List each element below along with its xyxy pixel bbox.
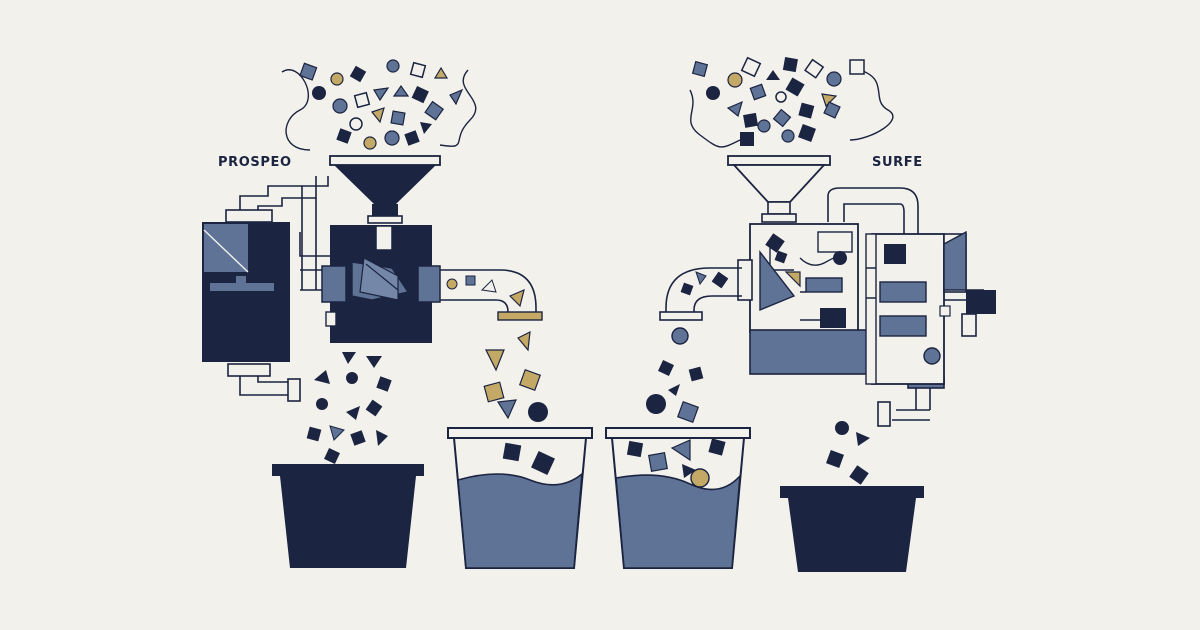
middle-left-bucket-icon xyxy=(447,330,593,569)
left-grinder-icon xyxy=(321,225,441,343)
left-bucket-icon xyxy=(272,464,424,568)
middle-right-bucket-icon xyxy=(605,427,751,569)
right-funnel-icon xyxy=(727,155,831,223)
left-output-pipe xyxy=(440,269,543,321)
right-bucket-icon xyxy=(780,486,924,572)
right-sorting-machine-icon xyxy=(737,223,877,375)
right-input-shapes xyxy=(689,56,894,148)
middle-right-falling-shapes xyxy=(646,327,704,424)
right-machine-label: SURFE xyxy=(872,155,923,170)
left-falling-shapes xyxy=(306,352,392,464)
right-machine-tower xyxy=(865,230,996,385)
right-machine-group: SURFE xyxy=(605,56,996,572)
left-machine-group: PROSPEO xyxy=(202,59,593,569)
left-funnel-icon xyxy=(329,155,441,224)
left-machine-body-a xyxy=(202,222,290,362)
left-input-shapes xyxy=(281,59,477,151)
left-machine-label: PROSPEO xyxy=(218,155,292,170)
right-falling-shapes xyxy=(826,421,870,485)
right-output-pipe xyxy=(659,267,742,321)
